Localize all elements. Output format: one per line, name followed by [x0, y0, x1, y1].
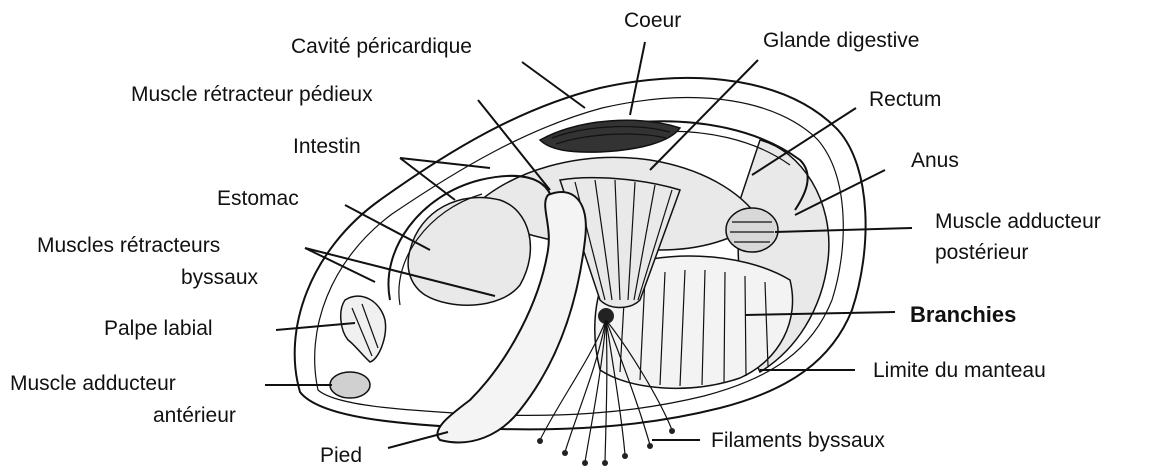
- label-palpe-labial: Palpe labial: [104, 317, 213, 340]
- label-estomac: Estomac: [217, 187, 299, 210]
- label-intestin: Intestin: [293, 135, 361, 158]
- label-muscle-adducteur-anterieur-2: antérieur: [153, 404, 236, 427]
- label-muscle-adducteur-posterieur-2: postérieur: [935, 241, 1028, 264]
- label-muscle-adducteur-anterieur: Muscle adducteur: [10, 372, 176, 395]
- label-rectum: Rectum: [869, 88, 941, 111]
- label-cavite-pericardique: Cavité péricardique: [291, 35, 472, 58]
- label-coeur: Coeur: [624, 9, 681, 32]
- label-limite-du-manteau: Limite du manteau: [873, 359, 1046, 382]
- mussel-illustration: [295, 78, 866, 466]
- posterior-adductor: [726, 208, 778, 252]
- label-muscle-adducteur-posterieur: Muscle adducteur: [935, 210, 1101, 233]
- label-muscles-retracteurs-byssaux-2: byssaux: [181, 266, 259, 289]
- label-glande-digestive: Glande digestive: [763, 29, 919, 52]
- label-muscles-retracteurs-byssaux: Muscles rétracteurs: [37, 234, 220, 257]
- anterior-adductor: [330, 372, 370, 398]
- label-anus: Anus: [911, 149, 959, 172]
- label-pied: Pied: [320, 444, 362, 467]
- label-filaments-byssaux: Filaments byssaux: [711, 429, 885, 452]
- label-muscle-retracteur-pedieux: Muscle rétracteur pédieux: [131, 83, 373, 106]
- label-branchies: Branchies: [910, 302, 1016, 327]
